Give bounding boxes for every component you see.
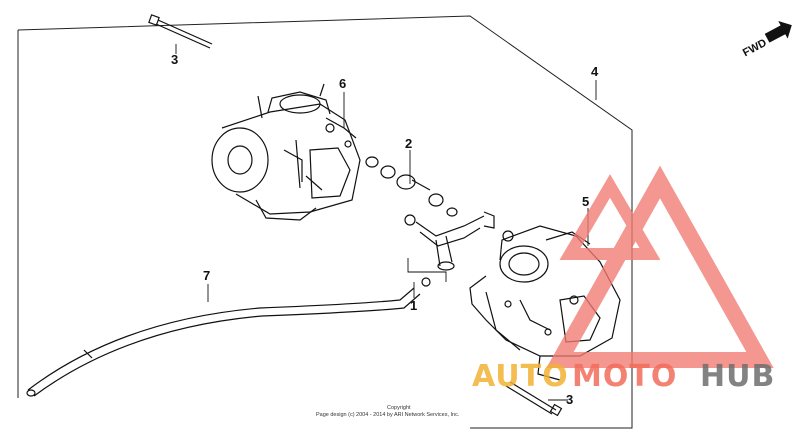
assembly-outline xyxy=(17,15,633,429)
watermark-logo: AUTO MOTO HUB xyxy=(472,359,775,394)
leader-lines xyxy=(175,44,597,401)
callout-3-top: 3 xyxy=(171,52,178,67)
callout-1: 1 xyxy=(410,298,417,313)
o-ring-set[interactable] xyxy=(365,156,458,217)
joint-pipe[interactable] xyxy=(404,211,514,287)
forward-direction-indicator: FWD xyxy=(741,20,792,59)
arrow-right-icon xyxy=(764,20,792,43)
callout-5: 5 xyxy=(582,194,589,209)
screw-top[interactable] xyxy=(148,14,213,49)
watermark-word-hub: HUB xyxy=(700,359,775,394)
fwd-label: FWD xyxy=(741,37,769,59)
watermark-triangle xyxy=(546,165,774,368)
screw-bottom[interactable] xyxy=(505,381,563,417)
copyright-text: Page design (c) 2004 - 2014 by ARI Netwo… xyxy=(316,412,460,418)
watermark-word-auto: AUTO xyxy=(472,359,569,394)
callout-6: 6 xyxy=(339,76,346,91)
callout-4: 4 xyxy=(591,64,599,79)
callout-2: 2 xyxy=(405,136,412,151)
fuel-tube[interactable] xyxy=(26,287,421,397)
watermark-word-moto: MOTO xyxy=(572,359,677,394)
copyright-title: Copyright xyxy=(387,405,411,411)
callout-7: 7 xyxy=(203,268,210,283)
callout-3-bottom: 3 xyxy=(566,392,573,407)
carburetor-left[interactable] xyxy=(211,83,361,221)
